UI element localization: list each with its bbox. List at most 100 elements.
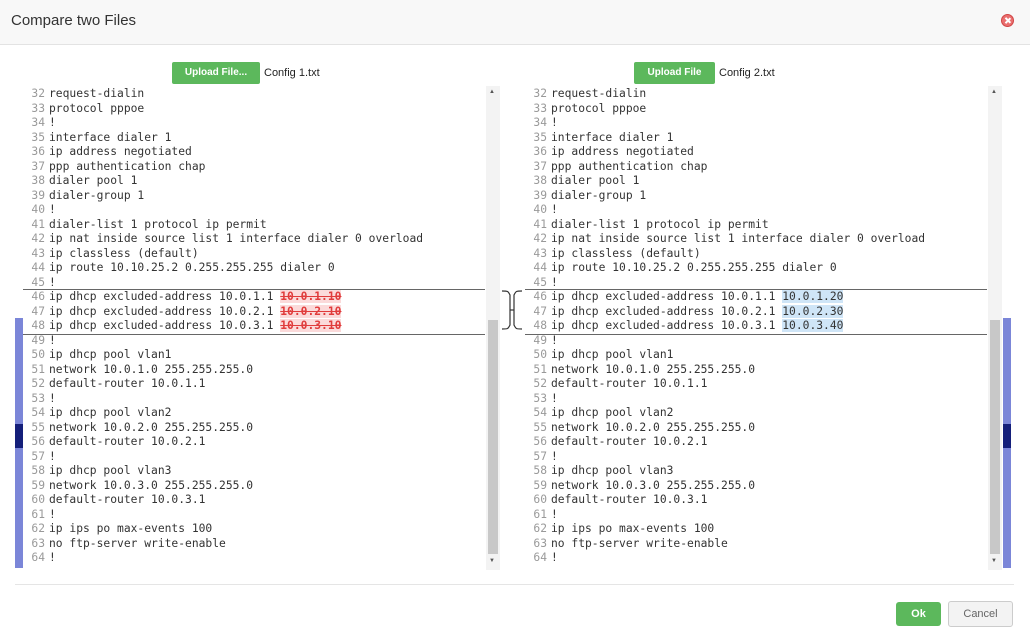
ok-button[interactable]: Ok: [896, 602, 941, 626]
line-content: ip dhcp pool vlan1: [551, 348, 674, 361]
scroll-up-icon[interactable]: ▲: [991, 89, 997, 95]
line-text: default-router 10.0.1.1: [49, 377, 205, 392]
line-number: 64: [31, 551, 45, 564]
line-content: !: [551, 551, 558, 564]
line-content: !: [551, 275, 558, 289]
line-number: 41: [31, 217, 45, 231]
line-content: ip address negotiated: [49, 145, 192, 158]
line-number: 55: [533, 420, 547, 434]
line-content: ip dhcp pool vlan2: [551, 406, 674, 419]
line-number: 33: [533, 101, 547, 115]
line-number: 50: [31, 348, 45, 361]
code-line: 34!: [23, 116, 483, 131]
line-content: !: [49, 449, 56, 463]
line-text: !: [551, 116, 558, 131]
code-line: 55 network 10.0.2.0 255.255.255.0: [525, 421, 985, 436]
line-number: 51: [31, 362, 45, 376]
line-text: ip dhcp pool vlan2: [551, 406, 673, 421]
line-content: ip dhcp pool vlan3: [49, 464, 172, 477]
cancel-button[interactable]: Cancel: [948, 601, 1013, 627]
line-number: 40: [31, 203, 45, 216]
line-text: protocol pppoe: [551, 102, 646, 117]
line-text: ip dhcp pool vlan1: [551, 348, 673, 363]
line-number: 32: [31, 87, 45, 100]
line-content: !: [551, 116, 558, 129]
line-content: !: [49, 333, 56, 347]
line-number: 58: [533, 464, 547, 477]
left-diff-ruler-marker: [15, 424, 23, 448]
line-content: !: [551, 391, 558, 405]
line-number: 52: [31, 377, 45, 390]
left-scroll-thumb[interactable]: [488, 320, 498, 554]
line-number: 55: [31, 420, 45, 434]
line-content: ip dhcp excluded-address 10.0.1.1: [49, 290, 281, 303]
scroll-up-icon[interactable]: ▲: [489, 89, 495, 95]
code-line: 53!: [23, 392, 483, 407]
code-line: 45!: [23, 276, 483, 291]
line-text: dialer-list 1 protocol ip permit: [551, 218, 769, 233]
line-number: 47: [31, 304, 45, 318]
line-text: default-router 10.0.2.1: [551, 435, 707, 450]
line-text: dialer-group 1: [49, 189, 144, 204]
line-content: ip nat inside source list 1 interface di…: [49, 232, 424, 245]
upload-file-right-button[interactable]: Upload File: [634, 62, 715, 84]
line-number: 54: [31, 406, 45, 419]
added-text: 10.0.3.40: [782, 319, 844, 332]
line-number: 54: [533, 406, 547, 419]
right-scroll-thumb[interactable]: [990, 320, 1000, 554]
line-content: dialer-group 1: [551, 188, 647, 202]
line-content: dialer pool 1: [551, 174, 640, 187]
line-content: ppp authentication chap: [49, 159, 206, 173]
line-content: network 10.0.2.0 255.255.255.0: [551, 420, 756, 434]
line-text: ip classless (default): [551, 247, 701, 262]
scroll-down-icon[interactable]: ▼: [489, 558, 495, 564]
line-content: protocol pppoe: [49, 101, 145, 115]
line-content: request-dialin: [551, 87, 647, 100]
line-content: ip dhcp excluded-address 10.0.1.1: [551, 290, 783, 303]
diff-block-top-border: [525, 289, 987, 290]
line-text: ip address negotiated: [551, 145, 694, 160]
line-number: 43: [533, 246, 547, 260]
code-line: 34!: [525, 116, 985, 131]
line-content: network 10.0.1.0 255.255.255.0: [551, 362, 756, 376]
line-content: default-router 10.0.1.1: [49, 377, 206, 390]
line-content: network 10.0.3.0 255.255.255.0: [49, 478, 254, 492]
scroll-down-icon[interactable]: ▼: [991, 558, 997, 564]
line-text: request-dialin: [49, 87, 144, 102]
line-number: 56: [533, 435, 547, 448]
code-line: 61!: [525, 508, 985, 523]
right-scrollbar[interactable]: ▲ ▼: [988, 86, 1002, 570]
code-line: 49!: [23, 334, 483, 349]
left-scrollbar[interactable]: ▲ ▼: [486, 86, 500, 570]
line-number: 57: [31, 449, 45, 463]
line-text: network 10.0.3.0 255.255.255.0: [551, 479, 755, 494]
close-icon[interactable]: [1001, 14, 1014, 27]
code-line: 64!: [525, 551, 985, 566]
line-number: 34: [31, 116, 45, 129]
line-text: !: [551, 276, 558, 291]
line-number: 61: [533, 507, 547, 521]
line-number: 36: [31, 145, 45, 158]
upload-file-left-button[interactable]: Upload File...: [172, 62, 260, 84]
line-number: 36: [533, 145, 547, 158]
line-number: 62: [533, 522, 547, 535]
line-text: !: [49, 276, 56, 291]
